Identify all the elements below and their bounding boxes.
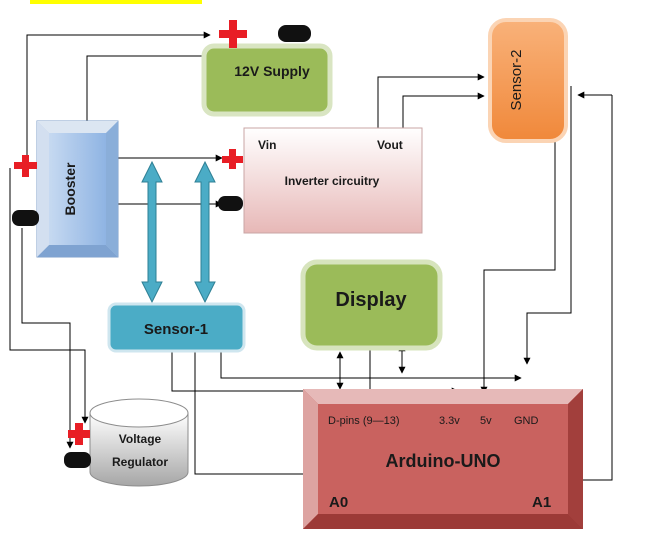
inverter-vout-label: Vout [377,138,403,152]
display-block: Display [300,259,443,351]
arduino-a0-label: A0 [329,494,348,511]
inverter-plus-terminal [222,149,243,169]
display-label: Display [335,289,407,311]
arduino-5v-label: 5v [480,415,492,427]
arduino-block: D-pins (9—13) 3.3v 5v GND Arduino-UNO A0… [303,389,583,529]
inverter-block: Vin Vout Inverter circuitry [243,127,423,234]
arduino-title: Arduino-UNO [386,451,501,471]
supply-block: 12V Supply [201,43,333,117]
inverter-vin-label: Vin [258,138,276,152]
supply-label: 12V Supply [234,63,310,79]
inverter-minus-terminal [218,196,243,211]
sensor1-block: Sensor-1 [107,302,246,353]
sensor2-block: Sensor-2 [488,18,568,143]
booster-plus-terminal [14,155,37,177]
booster-label: Booster [62,162,78,215]
regulator-minus-terminal [64,452,91,468]
supply-plus-terminal [219,20,247,48]
arduino-a1-label: A1 [532,494,551,511]
booster-sensor1-double-arrow-right [194,160,216,304]
sensor2-label: Sensor-2 [508,50,525,111]
arduino-dpins-label: D-pins (9—13) [328,415,400,427]
booster-sensor1-double-arrow-left [141,160,163,304]
supply-minus-terminal [278,25,311,42]
arduino-gnd-label: GND [514,415,539,427]
booster-block: Booster [36,120,119,258]
arduino-3v3-label: 3.3v [439,415,460,427]
regulator-block: Voltage Regulator [89,398,189,487]
regulator-label-line1: Voltage [119,432,162,446]
sensor1-label: Sensor-1 [144,321,208,338]
regulator-plus-terminal [68,423,90,445]
inverter-title: Inverter circuitry [285,174,380,188]
regulator-label-line2: Regulator [112,455,168,469]
top-highlight-bar [30,0,202,4]
booster-minus-terminal [12,210,39,226]
